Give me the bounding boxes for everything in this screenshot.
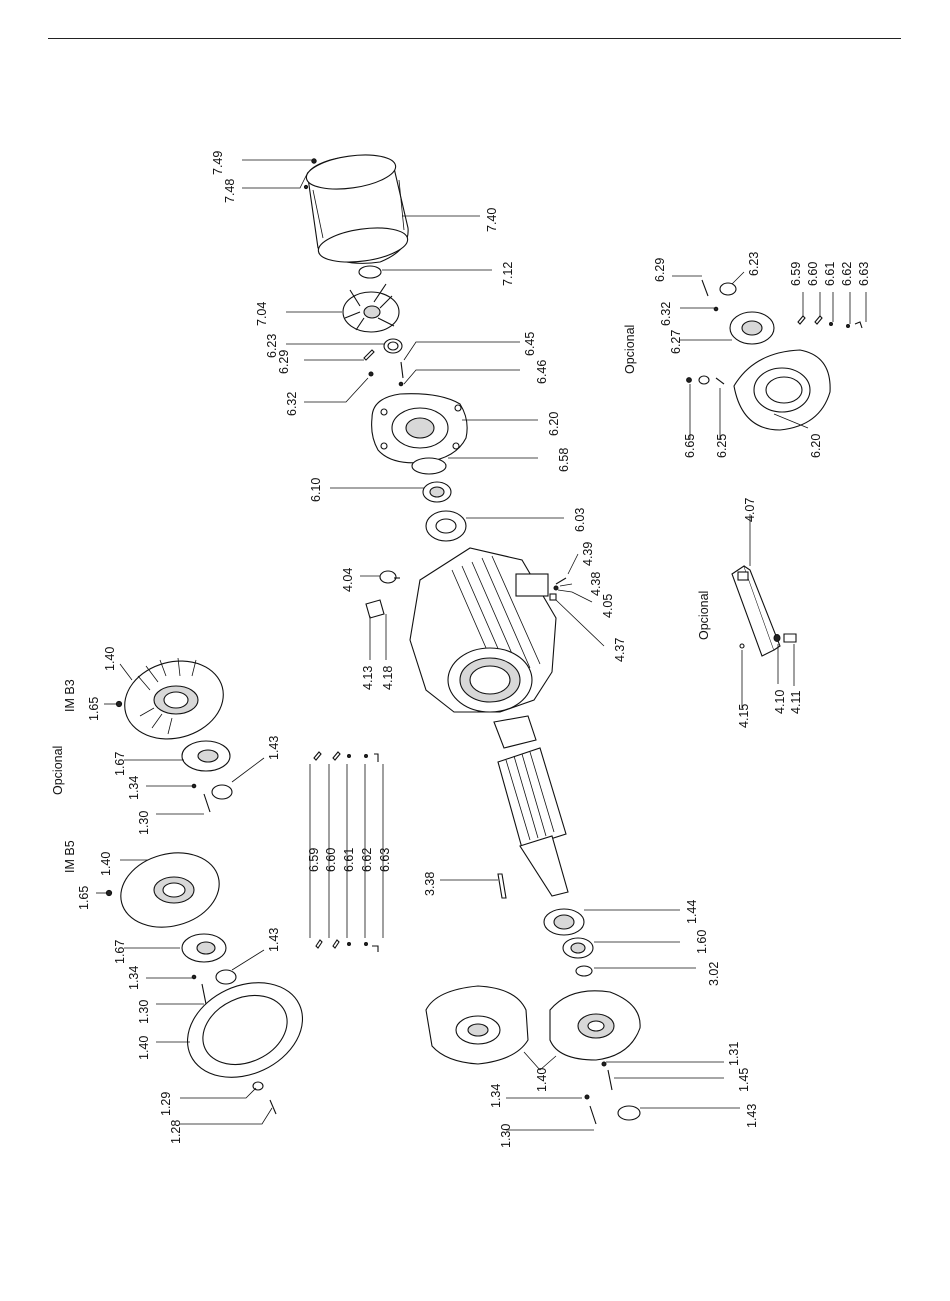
small-parts-left (313, 751, 379, 952)
leader-lines (96, 159, 867, 1131)
label-4-37: 4.37 (613, 638, 627, 662)
label-1-40-b3: 1.40 (103, 647, 117, 671)
header-rule (48, 38, 901, 39)
label-1-67-b5: 1.67 (113, 940, 127, 964)
label-1-43-bottom: 1.43 (745, 1104, 759, 1128)
label-1-29: 1.29 (159, 1092, 173, 1116)
label-4-11: 4.11 (789, 691, 803, 714)
label-6-20: 6.20 (547, 412, 561, 436)
label-1-44: 1.44 (685, 900, 699, 924)
label-3-38: 3.38 (423, 872, 437, 896)
label-6-27: 6.27 (669, 330, 683, 354)
fan-drawing (342, 283, 400, 333)
label-6-25: 6.25 (715, 434, 729, 458)
label-1-40-bottom: 1.40 (535, 1068, 549, 1092)
label-7-48: 7.48 (223, 179, 237, 203)
label-7-04: 7.04 (255, 302, 269, 326)
flange-im-b5 (120, 852, 220, 928)
end-shield-6-20 (371, 393, 468, 464)
label-6-63-left: 6.63 (378, 848, 392, 872)
label-1-43-b5: 1.43 (267, 928, 281, 952)
label-1-34-b3: 1.34 (127, 776, 141, 800)
label-1-31: 1.31 (727, 1042, 741, 1066)
label-1-60: 1.60 (695, 930, 709, 954)
label-1-34-bottom: 1.34 (489, 1084, 503, 1108)
label-4-10: 4.10 (773, 690, 787, 714)
screw-6-29-top (363, 349, 375, 361)
name-plate (365, 599, 385, 619)
label-4-07: 4.07 (743, 498, 757, 522)
label-6-32: 6.32 (285, 392, 299, 416)
label-1-45: 1.45 (737, 1068, 751, 1092)
label-6-65: 6.65 (683, 434, 697, 458)
label-opcional-right: Opcional (623, 325, 637, 374)
label-6-62-left: 6.62 (360, 848, 374, 872)
label-4-38: 4.38 (589, 572, 603, 596)
label-1-67-b3: 1.67 (113, 752, 127, 776)
terminal-rail (731, 565, 781, 657)
label-6-29-right: 6.29 (653, 258, 667, 282)
label-opcional-left: Opcional (51, 746, 65, 795)
stator-frame (409, 547, 557, 713)
label-7-12: 7.12 (501, 262, 515, 286)
ring-7-12 (358, 265, 382, 279)
optional-end-shield (729, 311, 831, 431)
label-6-60-right: 6.60 (806, 262, 820, 286)
label-7-49: 7.49 (211, 151, 225, 175)
label-6-23-right: 6.23 (747, 252, 761, 276)
label-1-30-b3: 1.30 (137, 811, 151, 835)
label-4-18: 4.18 (381, 666, 395, 690)
label-1-28: 1.28 (169, 1120, 183, 1144)
label-6-59-right: 6.59 (789, 262, 803, 286)
label-6-58: 6.58 (557, 448, 571, 472)
label-1-43-b3: 1.43 (267, 736, 281, 760)
label-im-b5: IM B5 (63, 840, 77, 873)
label-1-40-plate: 1.40 (137, 1036, 151, 1060)
label-4-15: 4.15 (737, 704, 751, 728)
label-6-60-left: 6.60 (324, 848, 338, 872)
end-shield-1-40-bottom (425, 985, 641, 1065)
label-6-62-right: 6.62 (840, 262, 854, 286)
label-6-61-right: 6.61 (823, 262, 837, 286)
key-3-38 (497, 873, 507, 899)
label-6-46: 6.46 (535, 360, 549, 384)
label-1-65-b5: 1.65 (77, 886, 91, 910)
label-1-40-b5: 1.40 (99, 852, 113, 876)
label-3-02: 3.02 (707, 962, 721, 986)
label-6-45: 6.45 (523, 332, 537, 356)
label-4-39: 4.39 (581, 542, 595, 566)
flange-plate (186, 982, 304, 1078)
label-6-20-right: 6.20 (809, 434, 823, 458)
label-6-59-left: 6.59 (307, 848, 321, 872)
label-6-29: 6.29 (277, 350, 291, 374)
label-1-30-bottom: 1.30 (499, 1124, 513, 1148)
label-1-65-b3: 1.65 (87, 697, 101, 721)
fan-cover-drawing (303, 154, 409, 264)
label-7-40: 7.40 (485, 208, 499, 232)
label-opcional-bottom-right: Opcional (697, 591, 711, 640)
label-6-10: 6.10 (309, 478, 323, 502)
label-6-32-right: 6.32 (659, 302, 673, 326)
label-6-63-right: 6.63 (857, 262, 871, 286)
label-im-b3: IM B3 (63, 679, 77, 712)
label-4-13: 4.13 (361, 666, 375, 690)
callout-labels: 7.49 7.48 7.40 7.12 7.04 6.23 6.29 6.32 … (51, 151, 871, 1148)
label-6-23: 6.23 (265, 334, 279, 358)
label-6-03: 6.03 (573, 508, 587, 532)
rotor-shaft (493, 715, 569, 897)
label-4-05: 4.05 (601, 594, 615, 618)
label-6-61-left: 6.61 (342, 848, 356, 872)
label-1-30-b5: 1.30 (137, 1000, 151, 1024)
label-4-04: 4.04 (341, 568, 355, 592)
flange-im-b3 (124, 657, 224, 740)
label-1-34-b5: 1.34 (127, 966, 141, 990)
